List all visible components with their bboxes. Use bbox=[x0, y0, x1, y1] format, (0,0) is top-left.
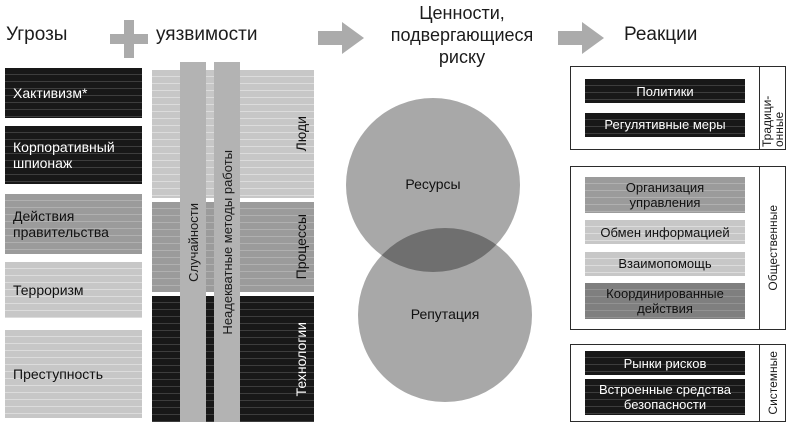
reaction-label: Встроенные средства безопасности bbox=[598, 381, 732, 412]
threat-box-terrorism: Терроризм bbox=[5, 262, 142, 318]
threat-box-crime: Преступность bbox=[5, 330, 142, 418]
layer-label: Люди bbox=[293, 116, 309, 152]
values-at-risk-title: Ценности, подвергающиеся риску bbox=[390, 3, 534, 67]
reaction-box-regulatory: Регулятивные меры bbox=[585, 112, 745, 137]
layer-label: Технологии bbox=[293, 321, 309, 397]
reaction-box-coordinated: Координированные действия bbox=[585, 282, 745, 319]
reaction-box-governance: Организация управления bbox=[585, 177, 745, 214]
threat-box-government: Действия правительства bbox=[5, 194, 142, 254]
reactions-group-societal: Организация управления Обмен информацией… bbox=[570, 166, 786, 330]
reaction-box-mutual-aid: Взаимопомощь bbox=[585, 251, 745, 276]
threat-box-hacktivism: Хактивизм* bbox=[5, 68, 142, 118]
plus-icon bbox=[110, 20, 148, 58]
reaction-items: Политики Регулятивные меры bbox=[571, 67, 759, 149]
reactions-group-traditional: Политики Регулятивные меры Традици-онные bbox=[570, 66, 786, 150]
bar-label: Неадекватные методы работы bbox=[219, 149, 235, 335]
bar-label: Случайности bbox=[185, 202, 201, 282]
reaction-box-policies: Политики bbox=[585, 79, 745, 104]
threat-label: Хактивизм* bbox=[13, 85, 88, 101]
reaction-box-info-sharing: Обмен информацией bbox=[585, 220, 745, 245]
reputation-label: Репутация bbox=[410, 306, 480, 322]
threat-label: Действия правительства bbox=[13, 208, 109, 240]
reputation-circle bbox=[358, 228, 532, 402]
reaction-label: Политики bbox=[636, 83, 694, 99]
threat-box-espionage: Корпоративный шпионаж bbox=[5, 126, 142, 184]
layer-label: Процессы bbox=[293, 214, 309, 280]
threat-label: Корпоративный шпионаж bbox=[13, 139, 115, 171]
vulnerabilities-title: уязвимости bbox=[156, 24, 258, 45]
vulnerability-bar-methods: Неадекватные методы работы bbox=[214, 62, 240, 422]
arrow-right-icon bbox=[558, 22, 604, 54]
reaction-label: Организация управления bbox=[625, 180, 705, 211]
reaction-box-builtin-security: Встроенные средства безопасности bbox=[585, 378, 745, 415]
reaction-label: Координированные действия bbox=[606, 285, 724, 316]
reaction-label: Рынки рисков bbox=[623, 355, 707, 371]
threat-label: Терроризм bbox=[13, 282, 84, 298]
reaction-label: Взаимопомощь bbox=[618, 256, 712, 272]
group-label-systemic: Системные bbox=[759, 345, 785, 421]
reaction-items: Рынки рисков Встроенные средства безопас… bbox=[571, 345, 759, 421]
reactions-title: Реакции bbox=[624, 24, 698, 45]
values-venn: Ресурсы Репутация bbox=[338, 96, 542, 410]
reaction-items: Организация управления Обмен информацией… bbox=[571, 167, 759, 329]
threats-title: Угрозы bbox=[6, 24, 68, 45]
threat-label: Преступность bbox=[13, 366, 104, 382]
arrow-right-icon bbox=[318, 22, 364, 54]
reaction-label: Регулятивные меры bbox=[604, 117, 726, 133]
reactions-group-systemic: Рынки рисков Встроенные средства безопас… bbox=[570, 344, 786, 422]
resources-label: Ресурсы bbox=[405, 176, 461, 192]
reaction-label: Обмен информацией bbox=[600, 224, 730, 240]
reaction-box-risk-markets: Рынки рисков bbox=[585, 351, 745, 376]
group-label-traditional: Традици-онные bbox=[759, 67, 786, 149]
group-label-societal: Общественные bbox=[759, 167, 785, 329]
vulnerability-bar-accidents: Случайности bbox=[180, 62, 206, 422]
